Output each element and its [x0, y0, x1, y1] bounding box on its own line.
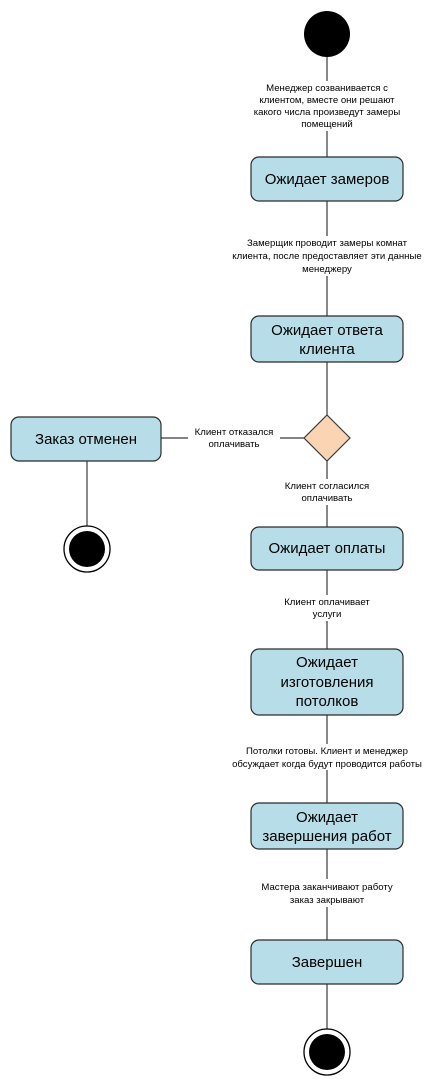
final-node-finished — [303, 1028, 351, 1076]
state-label: завершения работ — [262, 828, 391, 845]
state-waiting-manufacture: Ожидает изготовления потолков — [250, 648, 404, 716]
transition-label-manufacture-to-completion: Потолки готовы. Клиент и менеджер обсужд… — [226, 744, 428, 770]
final-node-cancel — [63, 525, 111, 573]
transition-label-decision-to-cancel: Клиент отказался оплачивать — [188, 426, 280, 451]
transition-label-decision-to-payment: Клиент согласился оплачивать — [276, 479, 378, 505]
state-label: Ожидает ответа — [271, 322, 383, 339]
transition-label-start-to-measure: Менеджер созванивается с клиентом, вмест… — [245, 81, 409, 131]
state-cancelled: Заказ отменен — [10, 416, 162, 462]
label-line: клиентом, вместе они решают — [259, 95, 395, 106]
label-line: менеджеру — [302, 264, 352, 275]
label-line: помещений — [301, 119, 353, 130]
state-waiting-completion: Ожидает завершения работ — [250, 802, 404, 850]
initial-node — [304, 11, 350, 57]
label-line: какого числа произведут замеры — [254, 107, 401, 118]
transition-label-completion-to-finished: Мастера заканчивают работу заказ закрыва… — [256, 879, 398, 907]
label-line: Клиент оплачивает — [284, 597, 370, 608]
state-label: Ожидает замеров — [265, 171, 390, 188]
state-label: Ожидает — [296, 809, 358, 826]
label-line: заказ закрывают — [290, 895, 365, 906]
decision-node — [303, 414, 351, 462]
state-waiting-payment: Ожидает оплаты — [250, 526, 404, 571]
label-line: клиента, после предоставляет эти данные — [232, 251, 421, 262]
label-line: Замерщик проводит замеры комнат — [247, 238, 408, 249]
label-line: Клиент согласился — [285, 481, 369, 492]
state-label: потолков — [296, 693, 359, 710]
state-label: Заказ отменен — [35, 431, 137, 448]
state-label: Ожидает оплаты — [269, 540, 386, 557]
label-line: Менеджер созванивается с — [266, 83, 388, 94]
state-waiting-answer: Ожидает ответа клиента — [250, 315, 404, 363]
label-line: оплачивать — [301, 493, 352, 504]
label-line: Потолки готовы. Клиент и менеджер — [246, 746, 408, 757]
label-line: обсуждает когда будут проводится работы — [232, 759, 422, 770]
state-label: Завершен — [292, 954, 363, 971]
transition-label-measure-to-answer: Замерщик проводит замеры комнат клиента,… — [226, 236, 428, 276]
state-finished: Завершен — [250, 939, 404, 985]
label-line: Клиент отказался — [195, 427, 274, 438]
label-line: услуги — [313, 609, 342, 620]
state-label: изготовления — [281, 674, 374, 691]
state-label: клиента — [299, 341, 355, 358]
transition-label-payment-to-manufacture: Клиент оплачивает услуги — [279, 595, 375, 621]
state-waiting-measure: Ожидает замеров — [250, 156, 404, 202]
label-line: оплачивать — [208, 439, 259, 450]
state-label: Ожидает — [296, 654, 358, 671]
label-line: Мастера заканчивают работу — [261, 882, 392, 893]
